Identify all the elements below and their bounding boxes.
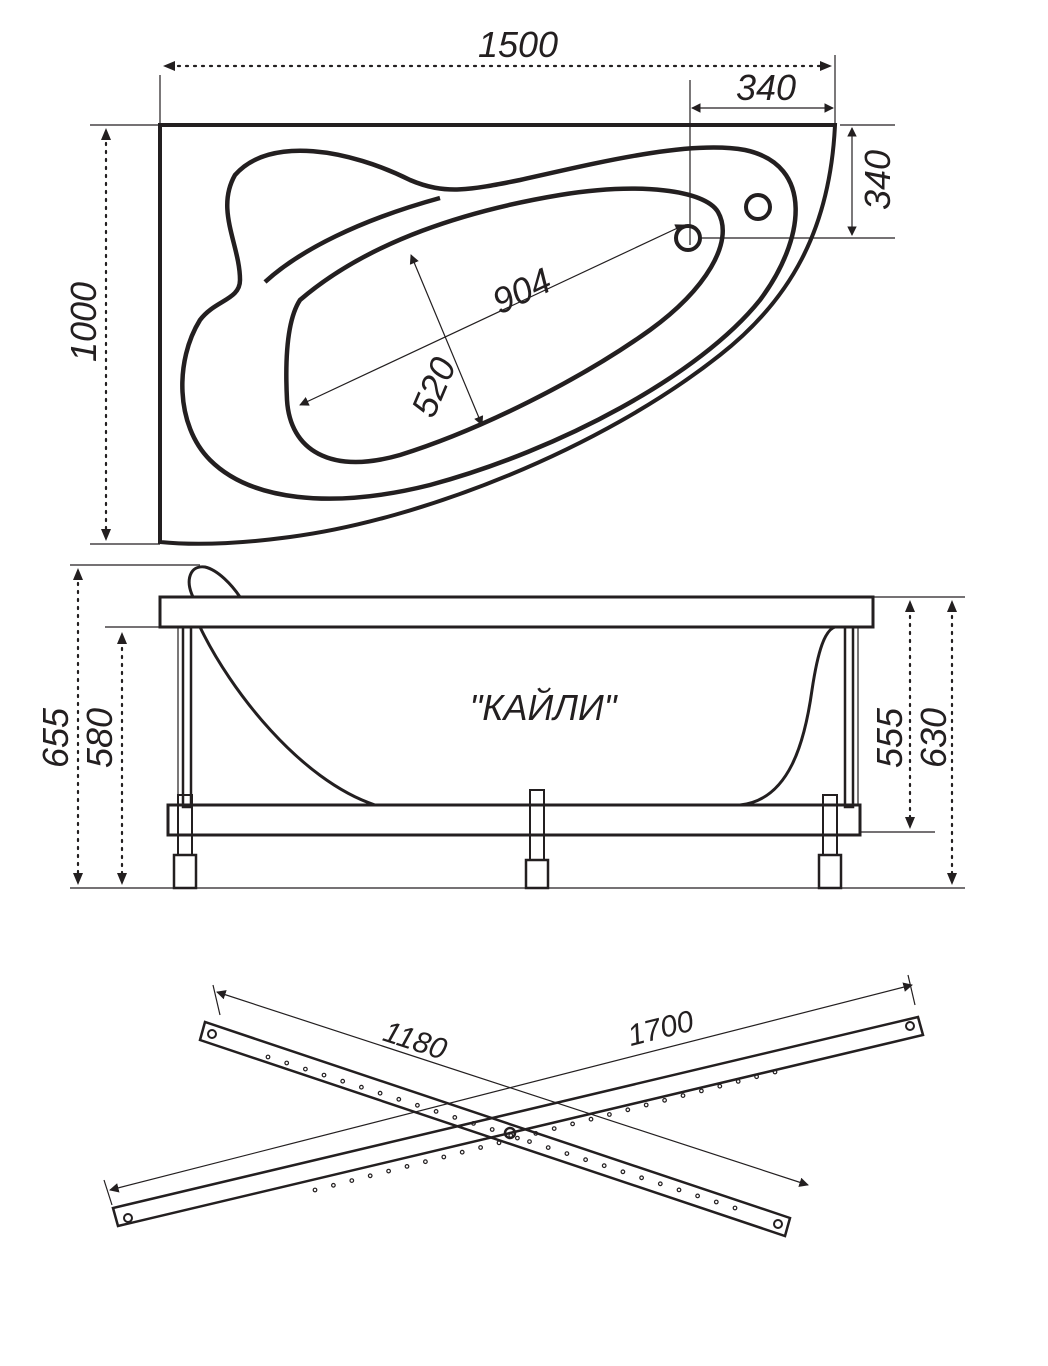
mounting-hole-icon [441,1154,447,1160]
mounting-hole-icon [284,1060,290,1066]
frame-leg-left [181,625,193,809]
mounting-hole-icon [377,1090,383,1096]
mounting-hole-icon [433,1108,439,1114]
mounting-hole-icon [695,1193,700,1199]
adjustable-foot-left [172,794,198,890]
mounting-hole-icon [386,1168,392,1174]
drain-hole-icon [674,224,702,252]
mounting-hole-icon [312,1187,318,1193]
frame-leg-right [843,625,855,809]
basin-outer-edge [180,145,798,501]
mounting-hole-icon [265,1054,271,1060]
mounting-hole-icon [754,1074,759,1080]
mounting-hole-icon [713,1199,719,1205]
mounting-hole-icon [404,1163,410,1169]
mounting-hole-icon [415,1102,420,1108]
tub-body [198,625,836,807]
tub-outline [158,123,838,546]
mounting-hole-icon [321,1072,327,1078]
dim-short-bar: 1180 [379,1015,451,1066]
mounting-hole-icon [570,1121,575,1127]
dim-bowl-width: 520 [403,351,464,422]
dim-height: 1000 [63,282,104,362]
model-name: "КАЙЛИ" [470,686,619,728]
mounting-hole-icon [583,1157,588,1163]
mounting-hole-icon [620,1169,626,1175]
mounting-hole-icon [772,1069,778,1075]
frame-bar [166,803,862,837]
mounting-hole-icon [349,1178,355,1183]
mounting-hole-icon [625,1107,631,1113]
tub-rim [158,595,875,629]
crossbar-short [198,1020,792,1238]
mounting-hole-icon [588,1116,594,1122]
mounting-hole-icon [657,1181,663,1187]
mounting-hole-icon [699,1088,704,1094]
mounting-hole-icon [735,1078,741,1084]
crossbars: 1180 1700 [103,974,925,1238]
mounting-hole-icon [515,1135,520,1141]
mounting-hole-icon [680,1093,686,1098]
mounting-hole-icon [643,1102,649,1108]
mounting-hole-icon [340,1078,346,1084]
dim-long-bar: 1700 [624,1005,697,1053]
mounting-hole-icon [639,1175,644,1181]
mounting-hole-icon [459,1149,465,1155]
mounting-hole-icon [423,1159,428,1165]
side-view: "КАЙЛИ" 655 580 555 630 [35,564,965,890]
mounting-hole-icon [601,1163,607,1169]
dim-drain-y: 340 [857,150,898,210]
adjustable-foot-right [817,794,843,890]
mounting-hole-icon [662,1097,667,1103]
mounting-hole-icon [359,1084,364,1090]
mounting-hole-icon [545,1145,551,1150]
headrest-profile [187,565,242,598]
mounting-hole-icon [717,1083,723,1089]
mounting-hole-icon [607,1112,612,1117]
mounting-hole-icon [496,1140,502,1146]
mounting-hole-icon [367,1173,373,1179]
mounting-hole-icon [303,1066,308,1072]
dim-total-height: 655 [35,707,76,768]
mounting-hole-icon [452,1114,458,1120]
mounting-hole-icon [551,1126,557,1131]
overflow-hole-icon [744,193,772,221]
dim-rim-height: 580 [79,708,120,768]
mounting-hole-icon [331,1182,336,1188]
mounting-hole-icon [478,1145,484,1150]
top-view: 1500 340 340 1000 904 520 [63,24,898,546]
mounting-hole-icon [508,1133,514,1138]
mounting-hole-icon [527,1139,532,1144]
mounting-hole-icon [676,1187,682,1193]
mounting-hole-icon [564,1151,570,1156]
crossbar-long [111,1015,925,1228]
dim-tub-height: 630 [913,708,954,768]
mounting-hole-icon [732,1205,738,1211]
dim-frame-height: 555 [869,707,910,768]
mounting-hole-icon [489,1127,495,1132]
headrest-curve [263,195,441,284]
dim-width: 1500 [478,24,558,65]
dim-drain-x: 340 [736,67,796,108]
mounting-hole-icon [396,1096,402,1102]
